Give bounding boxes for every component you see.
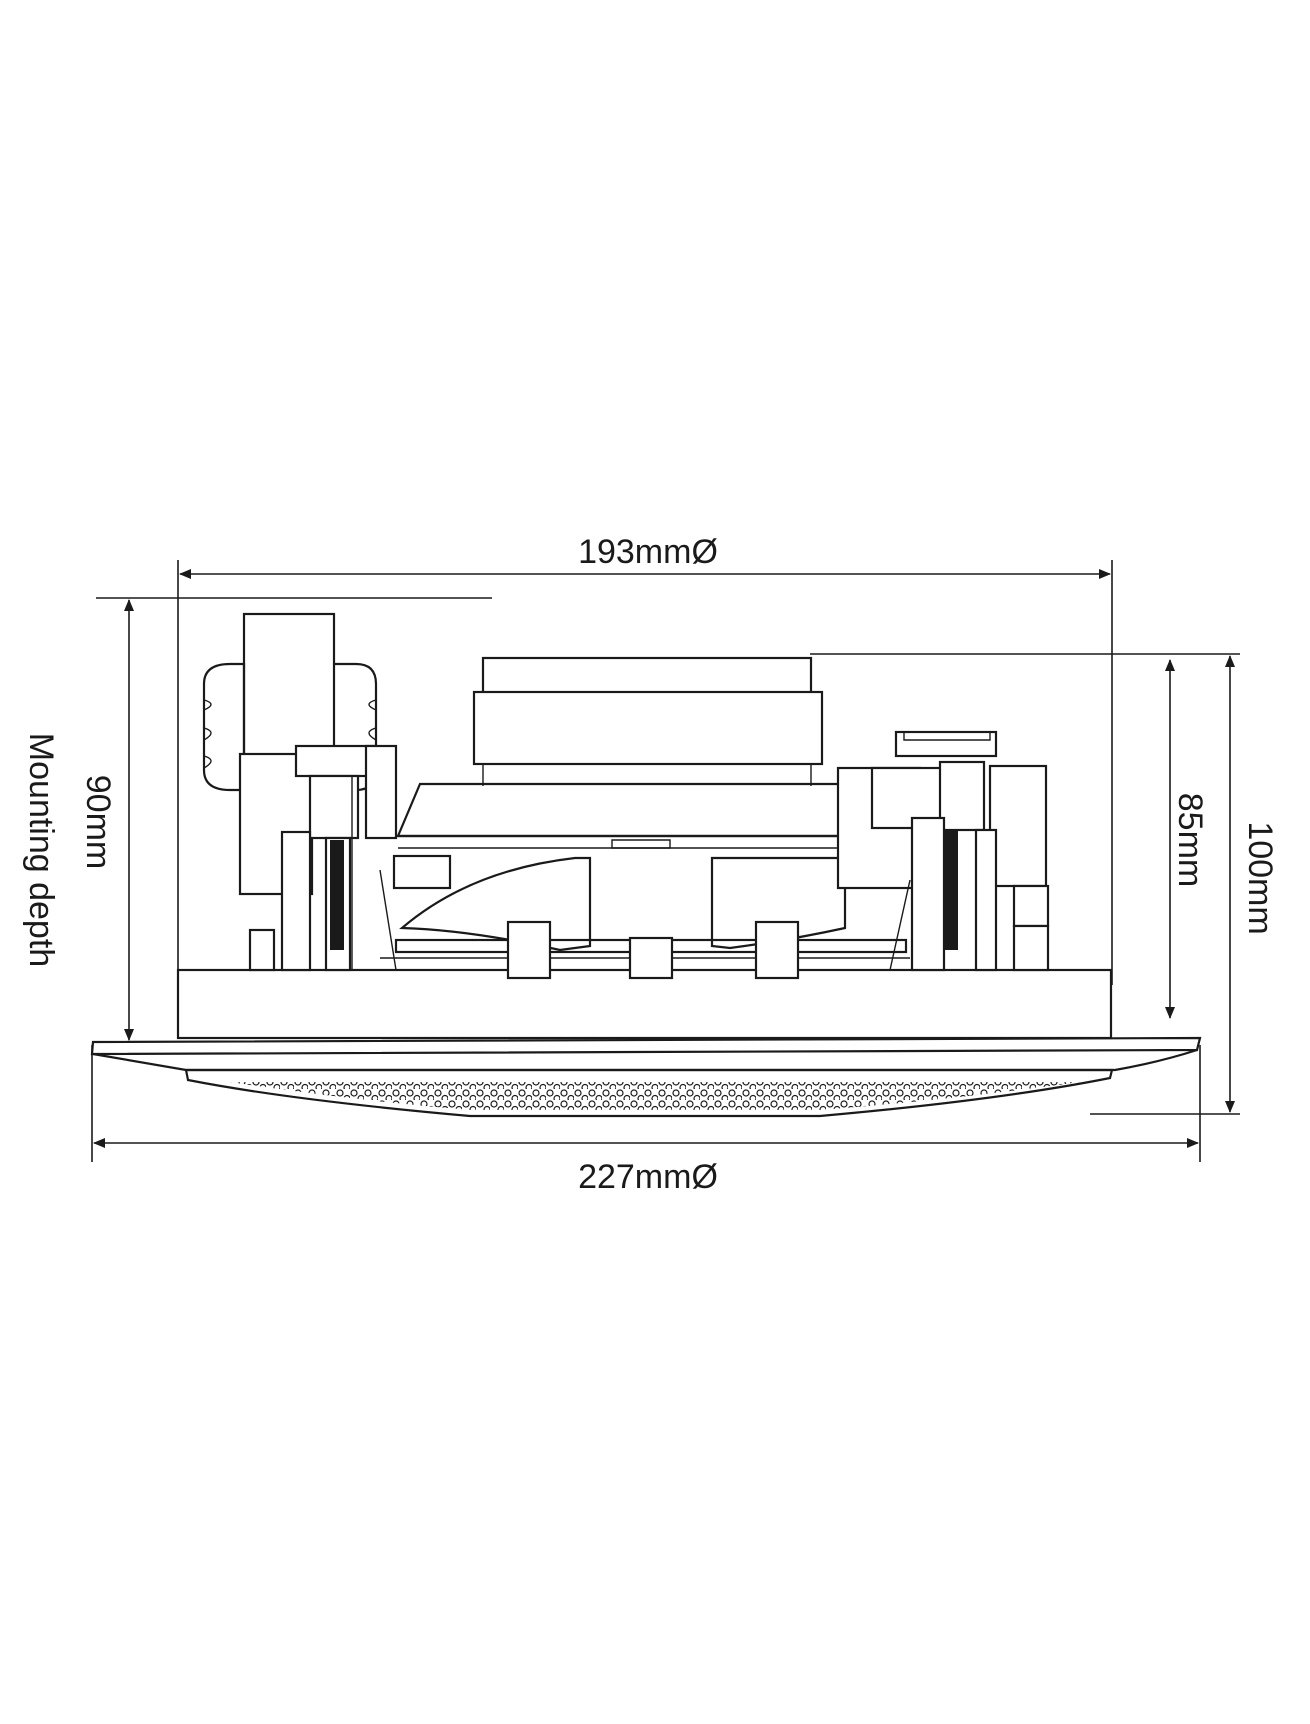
dimension-bottom-width: 227mmØ <box>91 1045 1201 1196</box>
dimension-top-width: 193mmØ <box>177 533 1113 1025</box>
dimension-body-height: 85mm <box>1165 659 1209 1019</box>
total-height-label: 100mm <box>1241 821 1279 934</box>
body-height-label: 85mm <box>1171 793 1209 887</box>
top-width-label: 193mmØ <box>578 533 718 571</box>
speaker-outline <box>90 612 1202 1118</box>
dimension-total-height: 100mm <box>810 653 1279 1115</box>
dimension-mounting-depth: 90mm Mounting depth <box>22 597 492 1041</box>
bottom-width-label: 227mmØ <box>578 1158 718 1196</box>
mounting-depth-label: Mounting depth <box>22 733 60 967</box>
mounting-depth-value: 90mm <box>79 775 117 869</box>
